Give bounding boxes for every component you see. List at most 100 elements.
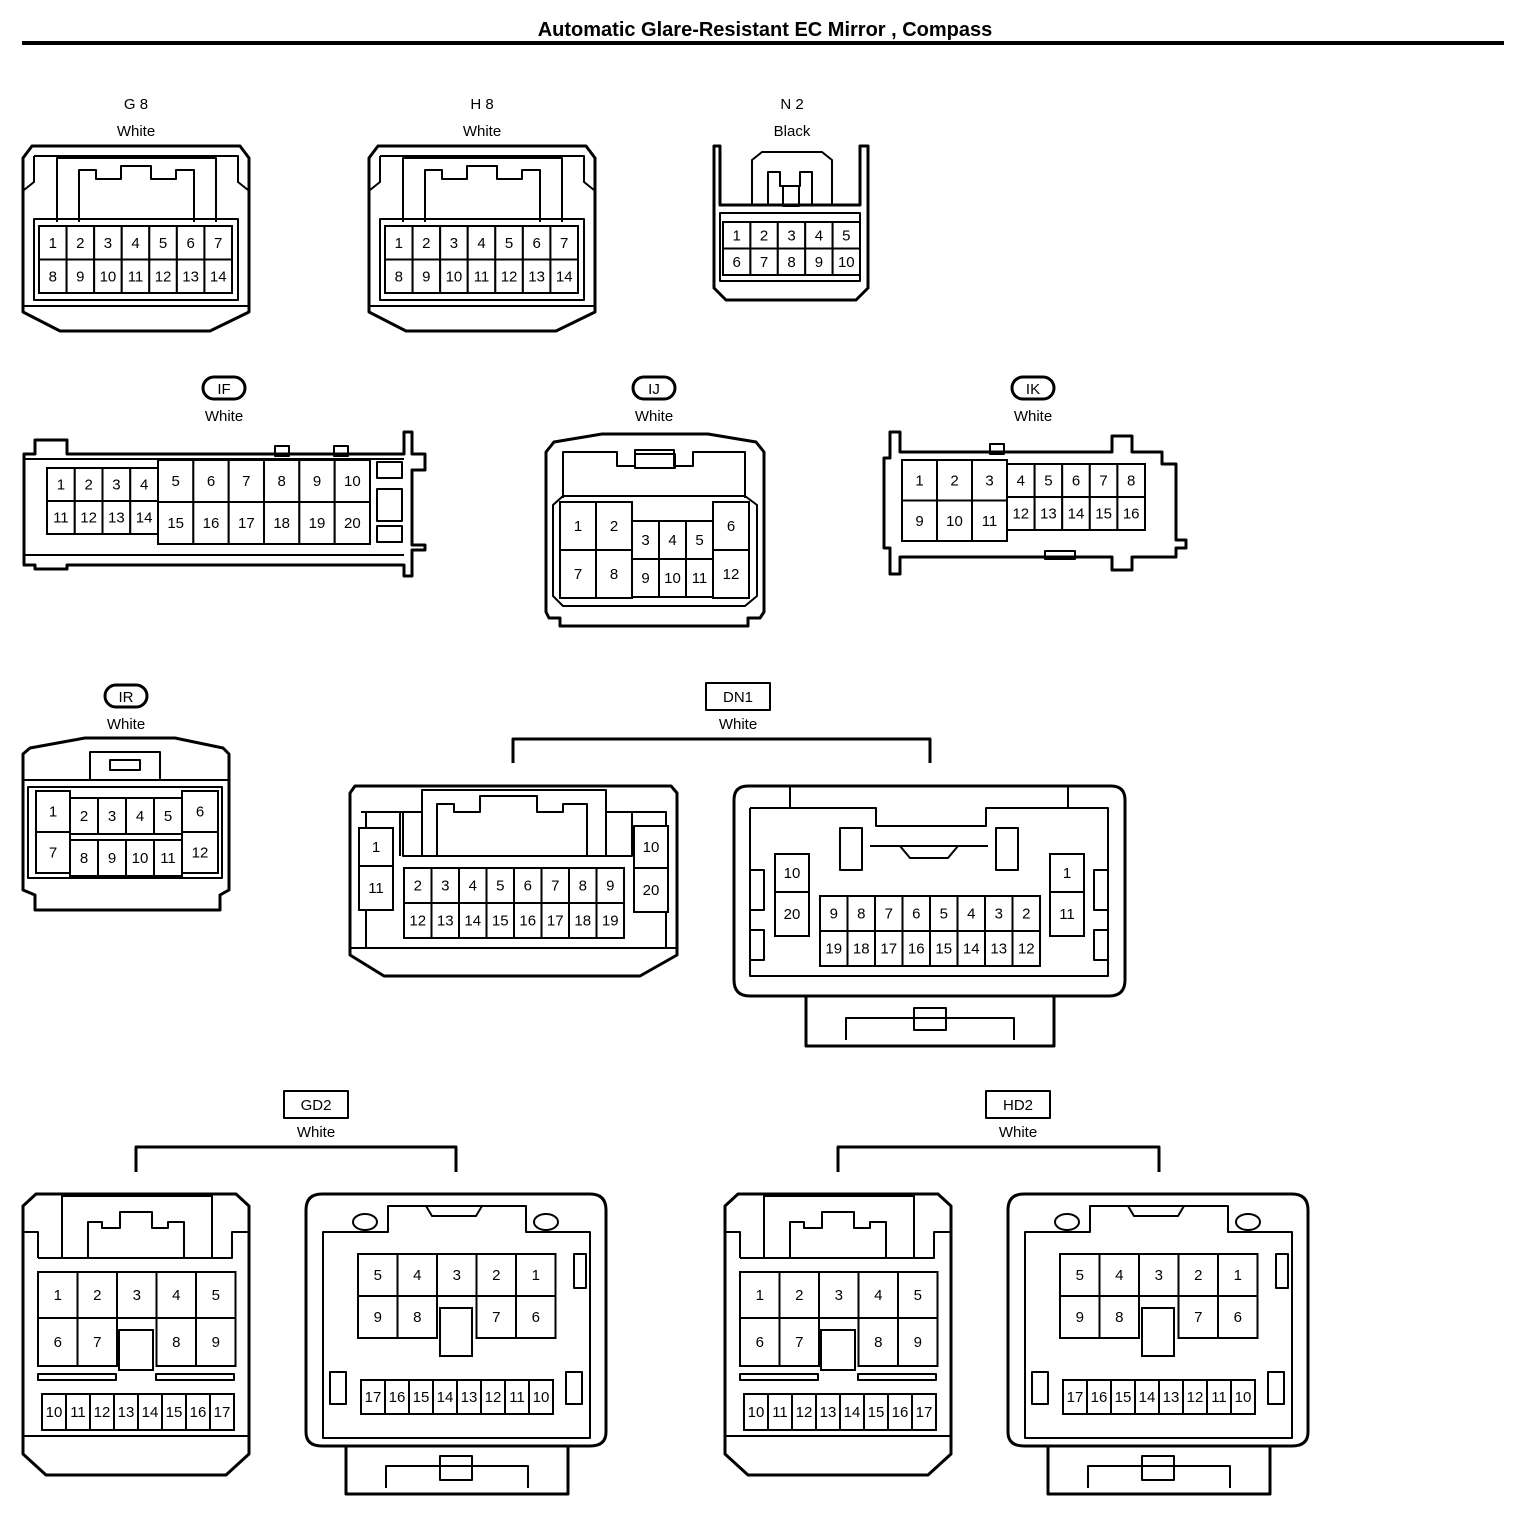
pin-if-13: 13 xyxy=(108,510,125,527)
pin-dn1-female-16: 16 xyxy=(908,941,925,958)
pin-gd2-female-17: 17 xyxy=(365,1389,382,1406)
pin-dn1-female-4: 4 xyxy=(967,906,975,923)
connector-ij-code-badge xyxy=(631,375,677,401)
pin-if-20-cell xyxy=(333,501,371,545)
pin-n2-5: 5 xyxy=(842,227,850,244)
connector-ir-code: IR xyxy=(119,689,134,706)
pin-n2-9: 9 xyxy=(815,254,823,271)
connector-n2-code: N 2 xyxy=(780,96,803,113)
pin-ij-5: 5 xyxy=(695,532,703,549)
pin-hd2-male-12-cell xyxy=(791,1393,817,1431)
pin-ik-16: 16 xyxy=(1123,506,1140,523)
pin-ik-8: 8 xyxy=(1127,473,1135,490)
pin-gd2-female-1: 1 xyxy=(532,1267,540,1284)
pin-gd2-male-15-cell xyxy=(161,1393,187,1431)
pin-ij-6: 6 xyxy=(727,518,735,535)
pin-hd2-female-17: 17 xyxy=(1067,1389,1084,1406)
pin-if-18: 18 xyxy=(273,515,290,532)
connector-hd2-color: White xyxy=(999,1124,1037,1141)
pin-dn1-female-20-cell xyxy=(774,891,810,937)
pin-gd2-male-10: 10 xyxy=(46,1404,63,1421)
pin-ir-9-cell xyxy=(97,839,127,877)
pin-if-4: 4 xyxy=(140,477,148,494)
pin-gd2-male-13: 13 xyxy=(118,1404,135,1421)
pin-h8-5: 5 xyxy=(505,235,513,252)
pin-hd2-male-8: 8 xyxy=(874,1334,882,1351)
pin-g8-14-cell xyxy=(203,258,234,294)
pin-if-9-cell xyxy=(298,459,336,503)
pin-ij-4: 4 xyxy=(668,532,676,549)
pin-if-14: 14 xyxy=(136,510,153,527)
pin-dn1-male-10-cell xyxy=(633,825,669,869)
pin-ir-12: 12 xyxy=(192,845,209,862)
connector-h8-code: H 8 xyxy=(470,96,493,113)
pin-ir-10: 10 xyxy=(132,850,149,867)
pin-dn1-female-8: 8 xyxy=(857,906,865,923)
pin-ij-12-cell xyxy=(712,549,750,599)
pin-g8-2: 2 xyxy=(76,235,84,252)
pin-dn1-female-18-cell xyxy=(846,930,876,967)
pin-gd2-female-17-cell xyxy=(360,1379,386,1415)
pin-ij-8-cell xyxy=(595,549,633,599)
pin-hd2-male-blank xyxy=(820,1329,856,1371)
pin-ik-9-cell xyxy=(901,499,938,542)
pin-g8-9: 9 xyxy=(76,268,84,285)
pin-ik-7-cell xyxy=(1088,463,1119,498)
pin-if-13-cell xyxy=(101,500,132,535)
pin-dn1-female-20: 20 xyxy=(784,906,801,923)
pin-gd2-female-8: 8 xyxy=(413,1309,421,1326)
pin-hd2-female-13: 13 xyxy=(1163,1389,1180,1406)
pin-dn1-male-2: 2 xyxy=(414,878,422,895)
pin-gd2-male-7: 7 xyxy=(93,1334,101,1351)
connector-g8-color: White xyxy=(117,123,155,140)
pin-gd2-male-14: 14 xyxy=(142,1404,159,1421)
connector-ij-color: White xyxy=(635,408,673,425)
pin-if-15: 15 xyxy=(167,515,184,532)
pin-gd2-male-3: 3 xyxy=(133,1287,141,1304)
pin-gd2-male-8: 8 xyxy=(172,1334,180,1351)
pin-n2-8: 8 xyxy=(787,254,795,271)
pin-dn1-female-5: 5 xyxy=(940,906,948,923)
pin-ik-11: 11 xyxy=(982,513,998,530)
pin-g8-8: 8 xyxy=(49,268,57,285)
pin-gd2-male-10-cell xyxy=(41,1393,67,1431)
pin-g8-8-cell xyxy=(38,258,68,294)
pin-gd2-female-5: 5 xyxy=(374,1267,382,1284)
pin-dn1-male-1-cell xyxy=(358,827,394,867)
pin-h8-14: 14 xyxy=(556,268,573,285)
pin-dn1-male-15: 15 xyxy=(492,913,509,930)
pin-ij-7: 7 xyxy=(574,566,582,583)
pin-dn1-female-2: 2 xyxy=(1022,906,1030,923)
pin-dn1-male-17-cell xyxy=(540,902,570,939)
pin-dn1-male-2-cell xyxy=(403,867,433,904)
pin-if-17: 17 xyxy=(238,515,255,532)
pin-gd2-male-15: 15 xyxy=(166,1404,183,1421)
pin-gd2-female-4: 4 xyxy=(413,1267,421,1284)
pin-dn1-male-18-cell xyxy=(568,902,598,939)
pin-if-16: 16 xyxy=(203,515,220,532)
pin-dn1-male-15-cell xyxy=(485,902,515,939)
pin-dn1-male-6: 6 xyxy=(524,878,532,895)
pin-dn1-female-19-cell xyxy=(819,930,849,967)
pin-ir-6: 6 xyxy=(196,804,204,821)
pin-n2-1: 1 xyxy=(733,227,741,244)
pin-h8-5-cell xyxy=(494,225,524,261)
pin-gd2-female-13: 13 xyxy=(461,1389,478,1406)
pin-hd2-female-3-cell xyxy=(1138,1253,1180,1297)
pin-hd2-female-6: 6 xyxy=(1234,1309,1242,1326)
pin-hd2-female-16-cell xyxy=(1086,1379,1112,1415)
pin-dn1-female-12: 12 xyxy=(1018,941,1035,958)
pin-ik-16-cell xyxy=(1116,496,1147,531)
pin-gd2-female-11-cell xyxy=(504,1379,530,1415)
pin-gd2-male-17-cell xyxy=(209,1393,235,1431)
pin-if-11-cell xyxy=(46,500,76,535)
pin-ij-10-cell xyxy=(658,558,687,598)
pin-dn1-female-9: 9 xyxy=(830,906,838,923)
pin-if-17-cell xyxy=(227,501,266,545)
pin-gd2-female-7: 7 xyxy=(492,1309,500,1326)
